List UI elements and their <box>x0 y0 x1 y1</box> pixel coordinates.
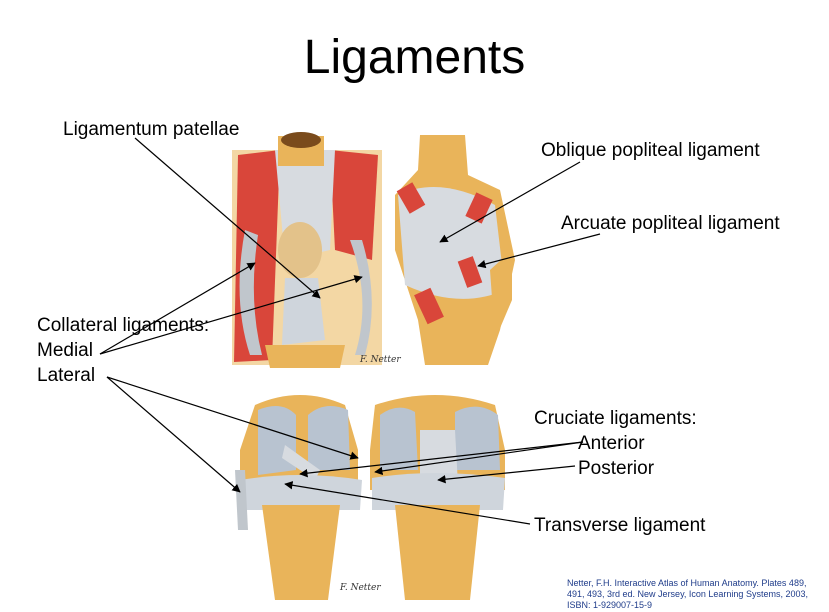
svg-text:F. Netter: F. Netter <box>339 583 381 593</box>
label-arcuate-popliteal: Arcuate popliteal ligament <box>561 212 780 236</box>
label-oblique-popliteal: Oblique popliteal ligament <box>541 139 760 163</box>
menisci <box>240 475 362 510</box>
citation: Netter, F.H. Interactive Atlas of Human … <box>567 578 825 611</box>
pointer-lateral-1 <box>107 377 240 492</box>
knee-anterior-view: F. Netter <box>232 132 401 368</box>
label-posterior: Posterior <box>578 457 654 481</box>
patella <box>278 222 322 278</box>
medial-condyle-cartilage <box>258 406 296 475</box>
label-collateral-heading: Collateral ligaments: <box>37 314 209 338</box>
label-cruciate-heading: Cruciate ligaments: <box>534 407 697 431</box>
tibia <box>262 505 340 600</box>
label-medial: Medial <box>37 339 93 363</box>
pointer-medial-1 <box>100 263 255 354</box>
patellar-ligament <box>282 278 325 345</box>
lateral-condyle-cartilage <box>308 406 350 470</box>
label-lateral: Lateral <box>37 364 95 388</box>
label-anterior: Anterior <box>578 432 645 456</box>
knee-posterior-view <box>395 135 515 365</box>
knee-flexed-posterior <box>370 395 505 600</box>
svg-text:F. Netter: F. Netter <box>359 355 401 365</box>
label-transverse: Transverse ligament <box>534 514 705 538</box>
muscle-left <box>234 150 280 362</box>
bone-marrow <box>281 132 321 148</box>
label-ligamentum-patellae: Ligamentum patellae <box>63 118 239 142</box>
